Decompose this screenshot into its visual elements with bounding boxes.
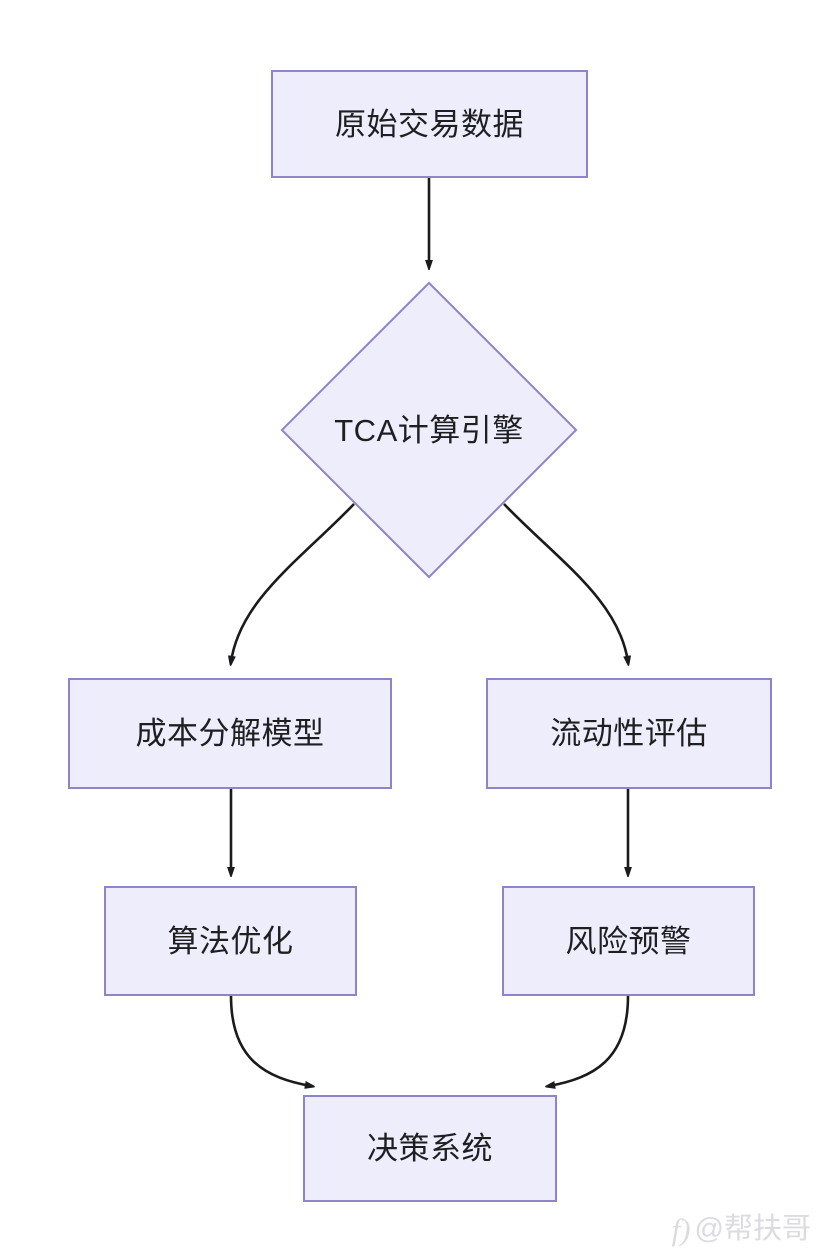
node-risk-warning[interactable]: 风险预警 bbox=[502, 886, 755, 996]
node-raw-transaction-data[interactable]: 原始交易数据 bbox=[271, 70, 588, 178]
node-tca-calculation-engine[interactable]: TCA计算引擎 bbox=[280, 281, 578, 579]
node-decision-system[interactable]: 决策系统 bbox=[303, 1095, 557, 1202]
watermark: f) @帮扶哥 bbox=[672, 1214, 811, 1245]
watermark-text: @帮扶哥 bbox=[694, 1213, 811, 1245]
edge-algorithm-to-decision bbox=[229, 995, 311, 1086]
node-label-raw-transaction-data: 原始交易数据 bbox=[335, 106, 524, 142]
node-label-risk-warning: 风险预警 bbox=[565, 923, 692, 959]
edge-risk-to-decision bbox=[549, 995, 630, 1086]
node-cost-decomposition-model[interactable]: 成本分解模型 bbox=[68, 678, 392, 789]
node-label-liquidity-assessment: 流动性评估 bbox=[550, 716, 708, 751]
node-label-decision-system: 决策系统 bbox=[367, 1131, 493, 1166]
node-label-algorithm-optimization: 算法优化 bbox=[167, 923, 294, 959]
diamond-shape bbox=[280, 281, 578, 579]
node-label-cost-decomposition-model: 成本分解模型 bbox=[135, 716, 325, 751]
node-algorithm-optimization[interactable]: 算法优化 bbox=[104, 886, 357, 996]
node-liquidity-assessment[interactable]: 流动性评估 bbox=[486, 678, 772, 789]
watermark-logo-icon: f) bbox=[671, 1212, 691, 1247]
